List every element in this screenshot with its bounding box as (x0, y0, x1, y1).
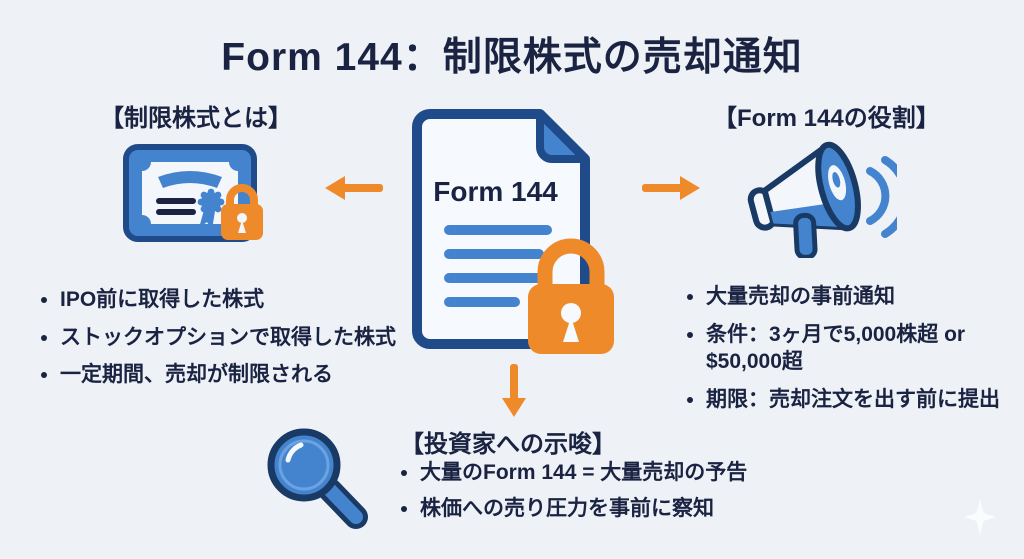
list-item: 一定期間、売却が制限される (60, 361, 480, 389)
magnifier-icon (267, 428, 368, 529)
list-item: 大量のForm 144 = 大量売却の予告 (420, 459, 840, 487)
arrow-right-icon (642, 176, 700, 200)
arrow-left-icon (325, 176, 383, 200)
stock-certificate-with-lock-icon (123, 144, 263, 242)
section-heading-form-role: 【Form 144の役割】 (713, 105, 940, 132)
form-role-list: 大量売却の事前通知 条件：3ヶ月で5,000株超 or $50,000超 期限：… (682, 283, 1024, 424)
arrow-down-icon (502, 364, 526, 417)
sparkle-icon (964, 499, 996, 535)
list-item: IPO前に取得した株式 (60, 286, 480, 314)
document-label: Form 144 (433, 176, 558, 207)
list-item: 期限：売却注文を出す前に提出 (706, 386, 1024, 414)
restricted-stock-list: IPO前に取得した株式 ストックオプションで取得した株式 一定期間、売却が制限さ… (36, 286, 480, 399)
list-item: 条件：3ヶ月で5,000株超 or $50,000超 (706, 321, 1024, 376)
investor-implications-list: 大量のForm 144 = 大量売却の予告 株価への売り圧力を事前に察知 (396, 459, 840, 530)
page-title: Form 144：制限株式の売却通知 (221, 36, 803, 79)
small-lock-icon (221, 184, 263, 240)
lock-icon (528, 238, 614, 354)
section-heading-investor-implications: 【投資家への示唆】 (400, 431, 616, 458)
section-heading-restricted-stock: 【制限株式とは】 (100, 105, 292, 132)
list-item: 大量売却の事前通知 (706, 283, 1024, 311)
list-item: ストックオプションで取得した株式 (60, 324, 480, 352)
megaphone-icon (747, 141, 897, 258)
list-item: 株価への売り圧力を事前に察知 (420, 495, 840, 523)
